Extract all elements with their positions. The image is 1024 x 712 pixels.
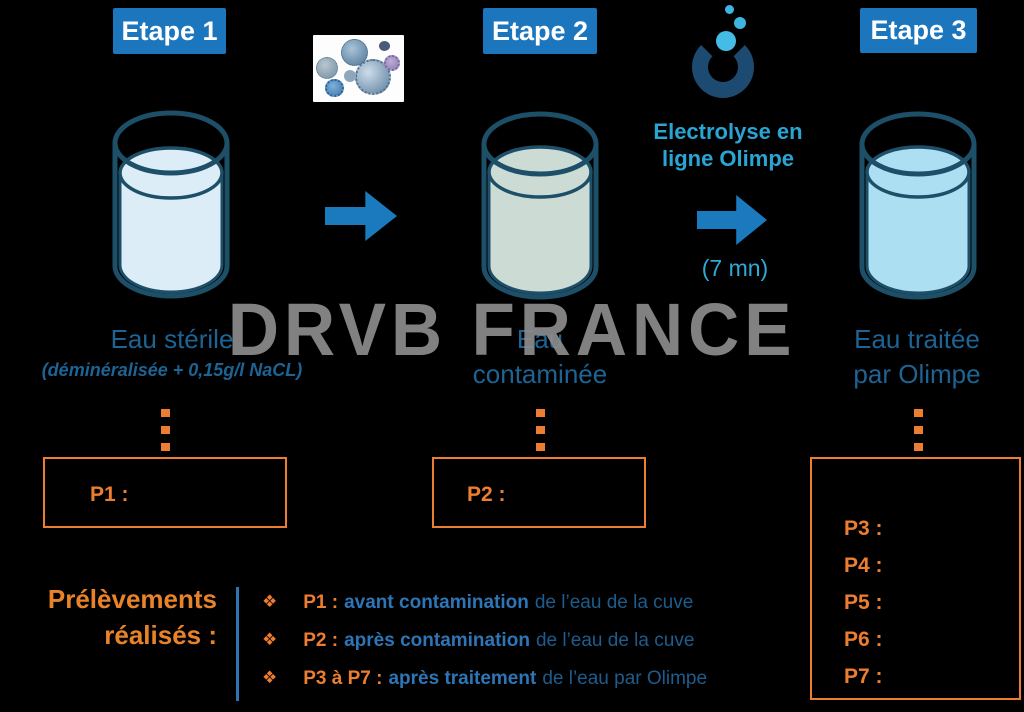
sample-label-p4: P4 : xyxy=(844,554,883,577)
sample-label-p5: P5 : xyxy=(844,591,883,614)
legend-title-line2: réalisés : xyxy=(104,620,217,650)
microbe-blob xyxy=(316,57,338,79)
sample-label-p3: P3 : xyxy=(844,517,883,540)
bubble-icon xyxy=(734,17,746,29)
legend-item-highlight: avant contamination xyxy=(344,592,529,613)
beaker2-title-line1: Eau xyxy=(516,324,564,354)
sample-label-p2: P2 : xyxy=(467,483,506,506)
beaker1-title: Eau stérile xyxy=(110,324,234,354)
stage-badge-3-label: Etape 3 xyxy=(870,15,967,45)
microbe-blob xyxy=(341,39,368,66)
legend-item-rest: de l’eau par Olimpe xyxy=(542,668,708,689)
beaker1-subtitle: (déminéralisée + 0,15g/l NaCL) xyxy=(41,360,303,380)
diamond-bullet-icon: ❖ xyxy=(262,592,278,611)
legend-item: ❖ P2 : après contamination de l’eau de l… xyxy=(262,630,707,652)
legend-list: ❖ P1 : avant contamination de l’eau de l… xyxy=(262,592,707,690)
sample-label-p1: P1 : xyxy=(90,483,129,506)
legend-title-line1: Prélèvements xyxy=(47,584,217,614)
legend-item-code: P3 à P7 : xyxy=(303,668,383,689)
legend-title: Prélèvements réalisés : xyxy=(20,581,217,653)
stage-badge-1: Etape 1 xyxy=(113,8,226,54)
beaker-contaminated xyxy=(481,111,599,300)
microbe-blob xyxy=(384,55,400,71)
beaker3-title-line1: Eau traitée xyxy=(854,324,980,354)
beaker2-title-line2: contaminée xyxy=(472,359,608,389)
beaker3-title: Eau traitée par Olimpe xyxy=(817,322,1017,392)
stage-badge-3: Etape 3 xyxy=(860,8,977,53)
sample-label-p7: P7 : xyxy=(844,665,883,688)
stage-badge-2-label: Etape 2 xyxy=(491,15,589,46)
dotted-connector xyxy=(536,409,545,452)
olimpe-logo-icon xyxy=(692,5,762,106)
legend-divider xyxy=(236,587,239,701)
stage-badge-2: Etape 2 xyxy=(483,8,597,54)
legend-item-highlight: après traitement xyxy=(388,668,537,689)
microbes-image xyxy=(313,35,404,102)
legend-item-code: P2 : xyxy=(303,630,339,651)
microbe-blob xyxy=(379,41,390,51)
beaker-sterile xyxy=(112,110,230,299)
microbe-blob xyxy=(325,79,344,97)
beaker-treated xyxy=(859,111,977,300)
watermark: DRVB FRANCE xyxy=(227,288,797,371)
legend-item-rest: de l’eau de la cuve xyxy=(534,592,694,613)
duration-label: (7 mn) xyxy=(701,255,769,281)
sample-box-p3-p7: P3 : P4 : P5 : P6 : P7 : xyxy=(810,457,1021,700)
electrolysis-caption-line2: ligne Olimpe xyxy=(661,146,795,171)
sample-box-p1: P1 : xyxy=(43,457,287,528)
beaker2-title: Eau contaminée xyxy=(440,322,640,392)
arrow-right-icon xyxy=(697,195,767,245)
dotted-connector xyxy=(161,409,170,452)
electrolysis-caption-line1: Electrolyse en xyxy=(653,119,803,144)
bubble-icon xyxy=(725,5,734,14)
sample-label-p6: P6 : xyxy=(844,628,883,651)
dotted-connector xyxy=(914,409,923,452)
sample-box-p2: P2 : xyxy=(432,457,646,528)
arrow-right-icon xyxy=(325,191,397,241)
stage-badge-1-label: Etape 1 xyxy=(121,15,218,46)
legend-item: ❖ P1 : avant contamination de l’eau de l… xyxy=(262,592,707,614)
legend-item-highlight: après contamination xyxy=(344,630,530,651)
legend-item-rest: de l’eau de la cuve xyxy=(535,630,695,651)
microbe-blob xyxy=(344,70,356,82)
diamond-bullet-icon: ❖ xyxy=(262,630,278,649)
beaker3-title-line2: par Olimpe xyxy=(853,359,981,389)
legend-item: ❖ P3 à P7 : après traitement de l’eau pa… xyxy=(262,668,707,690)
bubble-icon xyxy=(716,31,736,51)
electrolysis-caption: Electrolyse en ligne Olimpe xyxy=(640,118,816,172)
diamond-bullet-icon: ❖ xyxy=(262,668,278,687)
legend-item-code: P1 : xyxy=(303,592,339,613)
